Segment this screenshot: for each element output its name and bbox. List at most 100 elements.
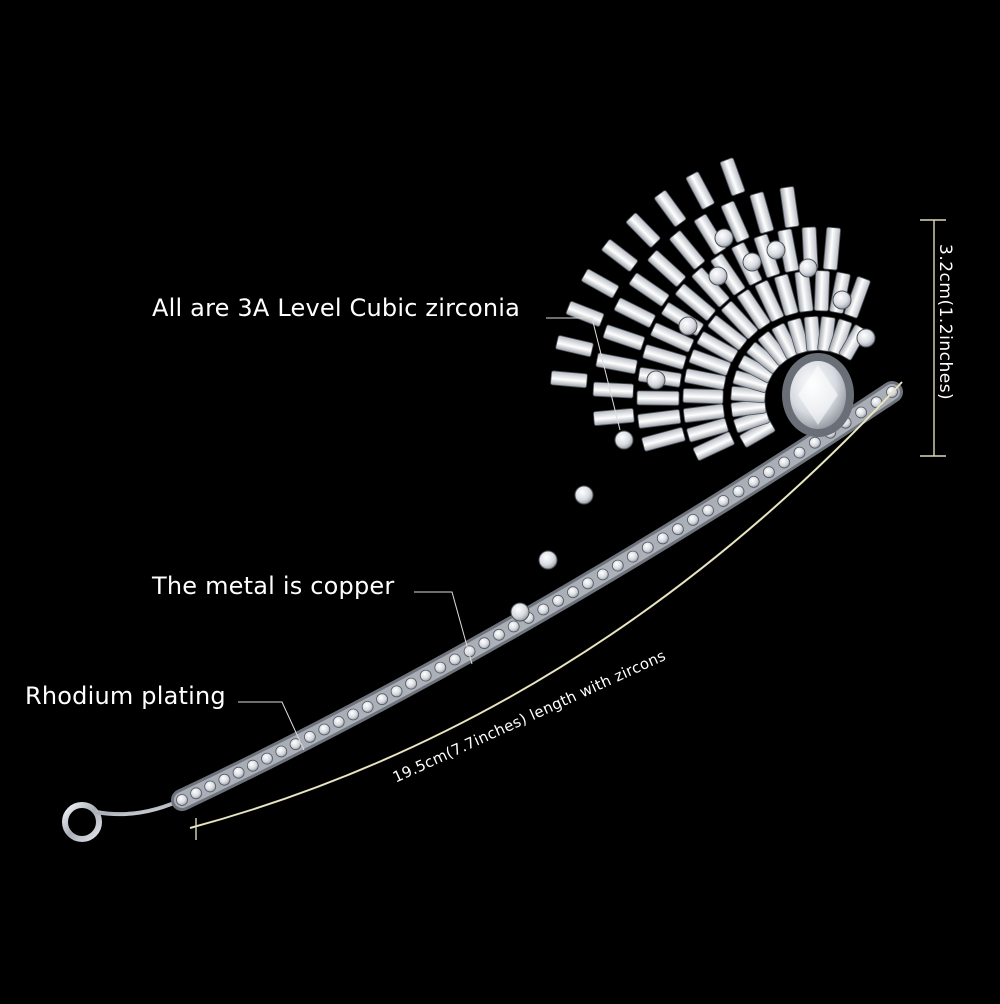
baguette-stone xyxy=(654,190,687,227)
baguette-stone xyxy=(686,417,729,443)
round-tip-stone xyxy=(614,430,634,450)
length-dimension-arc xyxy=(189,381,903,840)
band-stone xyxy=(303,731,316,743)
band-stone xyxy=(567,586,579,599)
center-pear-stone xyxy=(782,353,854,437)
band-stone xyxy=(478,637,491,650)
round-tip-stone xyxy=(798,258,818,278)
baguette-stone xyxy=(581,268,619,299)
band-stone xyxy=(778,456,791,469)
baguette-stone xyxy=(650,322,694,353)
baguette-stone xyxy=(641,427,686,452)
baguette-stone xyxy=(555,335,594,357)
baguette-stone xyxy=(614,297,656,328)
baguette-stone xyxy=(683,403,725,423)
band-stone xyxy=(507,620,520,633)
baguette-stone xyxy=(737,289,771,330)
baguette-stone xyxy=(822,226,841,271)
band-stone xyxy=(261,752,273,765)
band-stone xyxy=(376,693,389,706)
tiara-crown xyxy=(510,157,876,622)
band-stone xyxy=(332,716,345,728)
band-stone xyxy=(405,677,418,690)
band-stone xyxy=(717,495,730,507)
band-stone xyxy=(218,773,231,786)
baguette-stone xyxy=(626,212,661,248)
round-tip-stone xyxy=(678,316,698,336)
round-tip-stone xyxy=(708,266,728,286)
round-tip-stone xyxy=(574,485,594,505)
baguette-stone xyxy=(696,331,738,363)
band-stone xyxy=(656,532,669,545)
baguette-stone xyxy=(565,301,605,327)
height-dimension-line xyxy=(920,219,946,457)
band-stone xyxy=(434,661,447,674)
callout-zirconia-label: All are 3A Level Cubic zirconia xyxy=(152,294,521,322)
band-stone xyxy=(763,466,775,479)
baguette-stone xyxy=(550,370,588,389)
baguette-stone xyxy=(601,239,638,272)
band-stone xyxy=(390,685,403,698)
band-stone xyxy=(190,787,203,800)
baguette-stone xyxy=(707,315,748,351)
baguette-stone xyxy=(592,381,634,399)
baguette-stone xyxy=(636,390,680,406)
round-tip-stone xyxy=(742,252,762,272)
callout-leader-lines xyxy=(238,317,621,751)
band-stone xyxy=(687,514,699,526)
band-stone xyxy=(747,475,760,488)
baguette-stone xyxy=(629,272,670,307)
baguette-stone xyxy=(720,200,750,243)
band-stone xyxy=(626,550,639,563)
baguette-stone xyxy=(721,301,758,340)
band-stone xyxy=(318,723,331,736)
height-dimension-label: 3.2cm(1.2inches) xyxy=(935,244,955,401)
baguette-stone xyxy=(675,283,716,321)
baguette-stone xyxy=(779,186,800,229)
baguette-stone xyxy=(774,273,799,317)
band-stone xyxy=(672,523,684,536)
round-tip-stone xyxy=(538,550,558,570)
band-stone xyxy=(361,701,374,713)
band-stone xyxy=(582,577,594,590)
callout-copper-label: The metal is copper xyxy=(152,572,395,600)
baguette-stone xyxy=(685,171,715,210)
band-stone xyxy=(204,780,217,793)
round-tip-stone xyxy=(510,602,530,622)
band-stone xyxy=(176,794,188,806)
band-stone xyxy=(448,653,461,666)
callout-rhodium-label: Rhodium plating xyxy=(25,682,226,710)
band-stone xyxy=(552,594,564,607)
band-stone xyxy=(275,745,288,758)
baguette-stone xyxy=(647,250,686,287)
band-stone xyxy=(537,603,550,616)
baguette-stone xyxy=(688,349,731,376)
baguette-stone xyxy=(595,352,638,375)
baguette-stone xyxy=(602,324,645,351)
baguette-stone xyxy=(749,191,774,234)
band-stone xyxy=(855,406,867,419)
baguette-stone xyxy=(593,408,635,426)
round-tip-stone xyxy=(714,228,734,248)
baguette-stone xyxy=(692,431,735,461)
round-tip-stone xyxy=(766,240,786,260)
headband-end-loop xyxy=(62,796,186,842)
band-stone xyxy=(596,568,609,581)
baguette-stone xyxy=(669,230,705,270)
tiara-band xyxy=(171,381,903,811)
band-stone xyxy=(641,541,654,554)
baguette-stone xyxy=(719,157,746,196)
band-stone xyxy=(419,669,432,682)
band-stone xyxy=(809,436,821,449)
round-tip-stone xyxy=(856,328,876,348)
band-stone xyxy=(702,504,714,517)
baguette-stone xyxy=(682,388,724,405)
baguette-stone xyxy=(637,409,682,429)
band-stone xyxy=(793,446,806,459)
band-stone xyxy=(611,559,624,572)
round-tip-stone xyxy=(832,290,852,310)
baguette-stone xyxy=(844,276,871,319)
band-stone xyxy=(232,766,245,779)
